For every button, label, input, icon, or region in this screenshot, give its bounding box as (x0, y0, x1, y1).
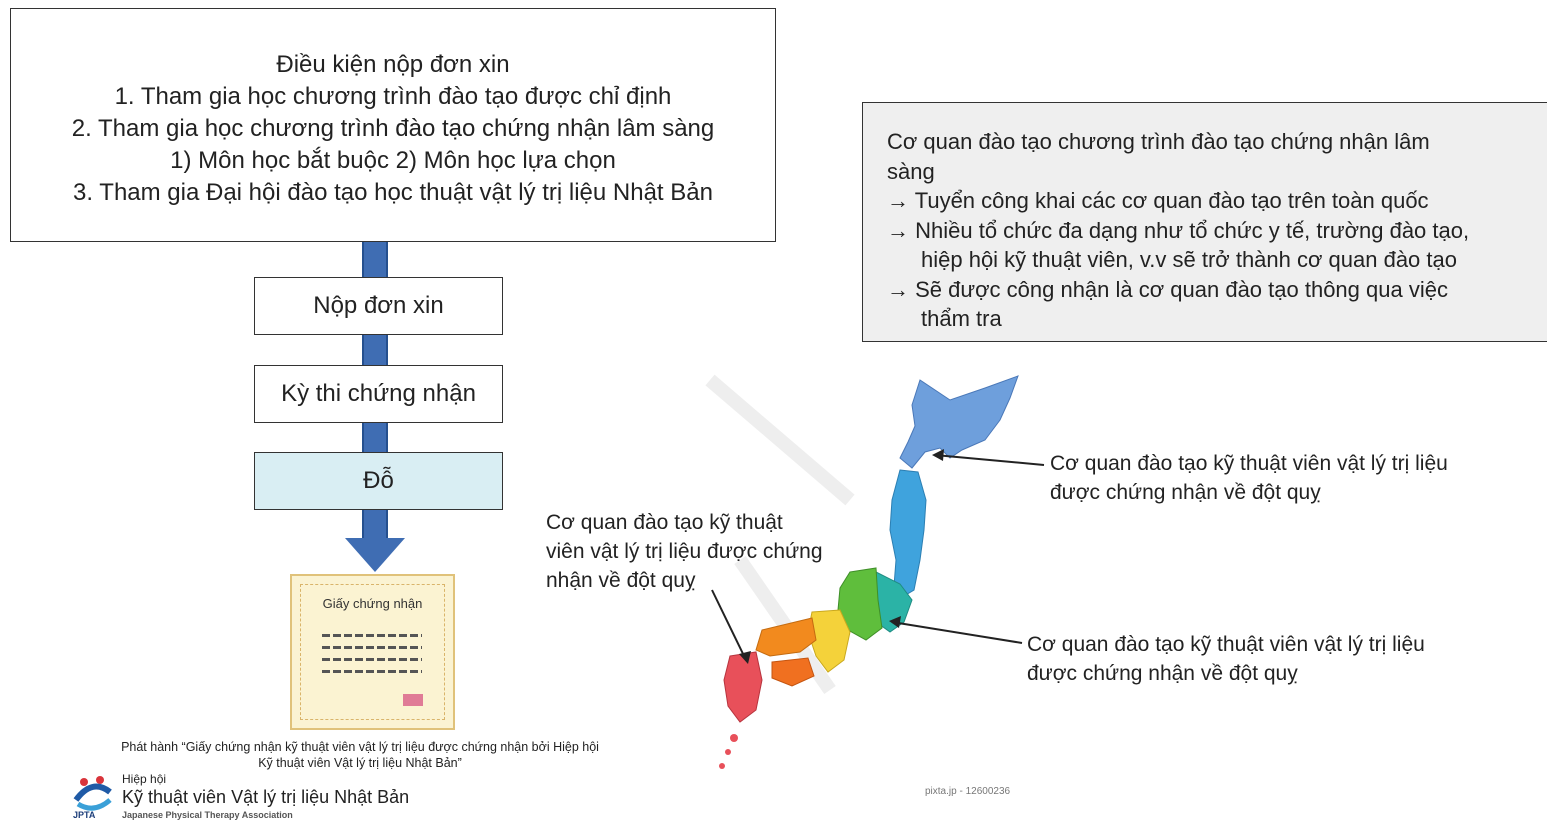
map-island-3 (719, 763, 725, 769)
conditions-box: Điều kiện nộp đơn xin 1. Tham gia học ch… (10, 8, 776, 242)
certificate-image: Giấy chứng nhận (290, 574, 455, 730)
conditions-line-2: 2. Tham gia học chương trình đào tạo chứ… (71, 115, 715, 142)
map-chugoku (755, 617, 817, 657)
org-line-6: → Sẽ được công nhận là cơ quan đào tạo t… (887, 276, 1448, 302)
label-north-line-1: Cơ quan đào tạo kỹ thuật viên vật lý trị… (1050, 452, 1448, 475)
step-pass-label: Đỗ (363, 467, 394, 494)
label-east-line-1: Cơ quan đào tạo kỹ thuật viên vật lý trị… (1027, 633, 1425, 656)
conditions-title: Điều kiện nộp đơn xin (276, 51, 510, 78)
certificate-caption: Phát hành “Giấy chứng nhận kỹ thuật viên… (60, 739, 660, 771)
conditions-line-4: 3. Tham gia Đại hội đào tạo học thuật vậ… (73, 179, 713, 206)
org-line-4: → Nhiều tổ chức đa dạng như tổ chức y tế… (887, 217, 1470, 243)
conditions-line-3: 1) Môn học bắt buộc 2) Môn học lựa chọn (170, 147, 616, 174)
label-west: Cơ quan đào tạo kỹ thuật viên vật lý trị… (546, 508, 823, 595)
certificate-title: Giấy chứng nhận (322, 596, 423, 611)
label-north: Cơ quan đào tạo kỹ thuật viên vật lý trị… (1050, 449, 1448, 507)
label-west-line-3: nhận về đột quỵ (546, 569, 696, 592)
map-chubu (837, 567, 883, 641)
map-tohoku (889, 469, 927, 597)
map-island-2 (725, 749, 731, 755)
flow-arrow-head (345, 538, 405, 572)
org-line-3: → Tuyển công khai các cơ quan đào tạo tr… (887, 188, 1429, 213)
logo-english: Japanese Physical Therapy Association (122, 810, 293, 820)
certificate-seal (403, 694, 423, 706)
map-credit: pixta.jp - 12600236 (925, 786, 1011, 797)
training-org-box: Cơ quan đào tạo chương trình đào tạo chứ… (862, 102, 1547, 342)
map-hokkaido (899, 375, 1019, 469)
label-north-line-2: được chứng nhận về đột quỵ (1050, 481, 1321, 504)
step-apply-label: Nộp đơn xin (313, 292, 444, 319)
logo-name: Kỹ thuật viên Vật lý trị liệu Nhật Bản (122, 787, 410, 807)
jpta-logo: Hiệp hội Kỹ thuật viên Vật lý trị liệu N… (70, 772, 430, 822)
map-island-1 (730, 734, 738, 742)
certificate-caption-line-2: Kỹ thuật viên Vật lý trị liệu Nhật Bản” (258, 756, 462, 770)
org-line-2: sàng (887, 158, 935, 184)
step-pass: Đỗ (254, 452, 503, 510)
label-east: Cơ quan đào tạo kỹ thuật viên vật lý trị… (1027, 630, 1425, 688)
label-west-line-2: viên vật lý trị liệu được chứng (546, 540, 823, 563)
certificate-border (300, 584, 445, 720)
label-west-line-1: Cơ quan đào tạo kỹ thuật (546, 511, 783, 534)
label-east-line-2: được chứng nhận về đột quỵ (1027, 662, 1298, 685)
map-shikoku (771, 657, 815, 687)
logo-abbr: JPTA (73, 810, 96, 820)
jpta-emblem-icon (73, 776, 112, 811)
map-kyushu (723, 651, 763, 723)
step-apply: Nộp đơn xin (254, 277, 503, 335)
conditions-line-1: 1. Tham gia học chương trình đào tạo đượ… (114, 83, 672, 110)
org-line-7: thẩm tra (921, 306, 1002, 331)
org-line-5: hiệp hội kỹ thuật viên, v.v sẽ trở thành… (921, 247, 1457, 272)
step-exam-label: Kỳ thi chứng nhận (281, 380, 476, 407)
org-line-1: Cơ quan đào tạo chương trình đào tạo chứ… (887, 129, 1430, 154)
japan-map (705, 374, 1019, 769)
certificate-text-lines (322, 634, 422, 682)
logo-small-text: Hiệp hội (122, 772, 167, 786)
certificate-caption-line-1: Phát hành “Giấy chứng nhận kỹ thuật viên… (121, 740, 599, 754)
step-exam: Kỳ thi chứng nhận (254, 365, 503, 423)
